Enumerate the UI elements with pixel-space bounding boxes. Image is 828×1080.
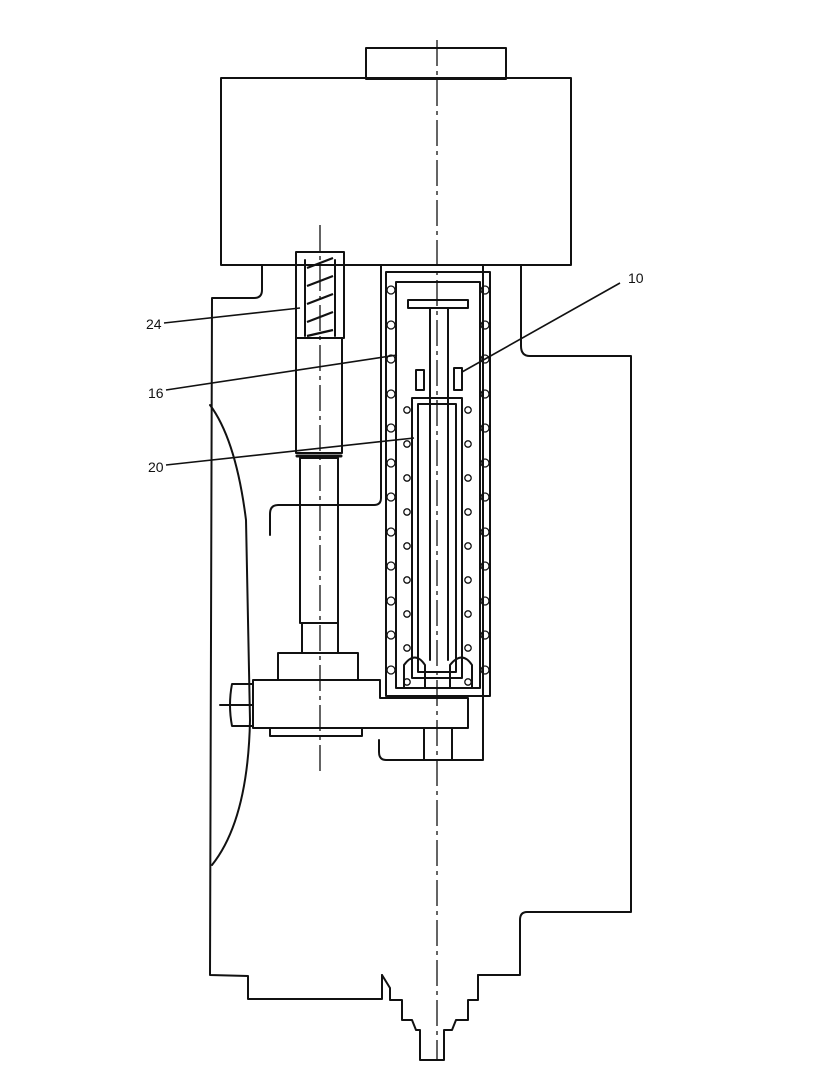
spring-coil — [386, 458, 396, 468]
spring-coil — [464, 406, 472, 414]
spring-coil — [464, 644, 472, 652]
callout-16: 16 — [148, 385, 164, 401]
spring-coil — [480, 665, 490, 675]
spring-coil — [386, 561, 396, 571]
spring-coil — [386, 596, 396, 606]
housing-inner-curve — [209, 404, 251, 866]
spring-coil — [464, 678, 472, 686]
bottom-spigot — [381, 974, 479, 1061]
inner-sleeve-20 — [411, 397, 463, 679]
spring-coil — [386, 527, 396, 537]
spring-coil — [464, 542, 472, 550]
spring-coil — [480, 423, 490, 433]
callout-20: 20 — [148, 459, 164, 475]
spring-coil — [403, 406, 411, 414]
spring-coil — [464, 610, 472, 618]
spring-coil — [386, 389, 396, 399]
spring-coil — [480, 285, 490, 295]
leader-10 — [461, 282, 621, 373]
spring-coil — [403, 474, 411, 482]
spring-coil — [403, 644, 411, 652]
leader-16 — [165, 354, 398, 391]
cartridge-outer — [385, 271, 491, 697]
spring-coil — [480, 354, 490, 364]
spring-coil — [386, 492, 396, 502]
housing-outline — [209, 264, 632, 1000]
spring-coil — [480, 527, 490, 537]
spring-coil — [386, 665, 396, 675]
spring-coil — [386, 630, 396, 640]
callout-10: 10 — [628, 270, 644, 286]
spring-coil — [464, 508, 472, 516]
spring-coil — [464, 440, 472, 448]
spring-cartridge-assembly — [385, 271, 491, 697]
spring-coils — [386, 285, 490, 686]
spring-coil — [386, 423, 396, 433]
spring-coil — [464, 576, 472, 584]
spring-coil — [480, 320, 490, 330]
callout-24: 24 — [146, 316, 162, 332]
spring-coil — [480, 458, 490, 468]
spring-coil — [403, 678, 411, 686]
spring-coil — [386, 320, 396, 330]
spring-coil — [403, 440, 411, 448]
spring-coil — [403, 610, 411, 618]
spring-coil — [480, 596, 490, 606]
spring-coil — [403, 542, 411, 550]
spring-coil — [480, 492, 490, 502]
upper-block — [220, 77, 572, 266]
spring-coil — [386, 285, 396, 295]
left-shaft-assembly — [219, 251, 469, 761]
spring-coil — [464, 474, 472, 482]
spring-coil — [480, 389, 490, 399]
spring-coil — [480, 561, 490, 571]
leader-20 — [165, 437, 415, 466]
leader-24 — [163, 307, 301, 324]
guide-pin-10 — [453, 367, 463, 391]
spring-coil — [403, 508, 411, 516]
spring-coil — [403, 576, 411, 584]
spring-coil — [480, 630, 490, 640]
spring-coil — [386, 354, 396, 364]
top-cap — [365, 47, 507, 80]
